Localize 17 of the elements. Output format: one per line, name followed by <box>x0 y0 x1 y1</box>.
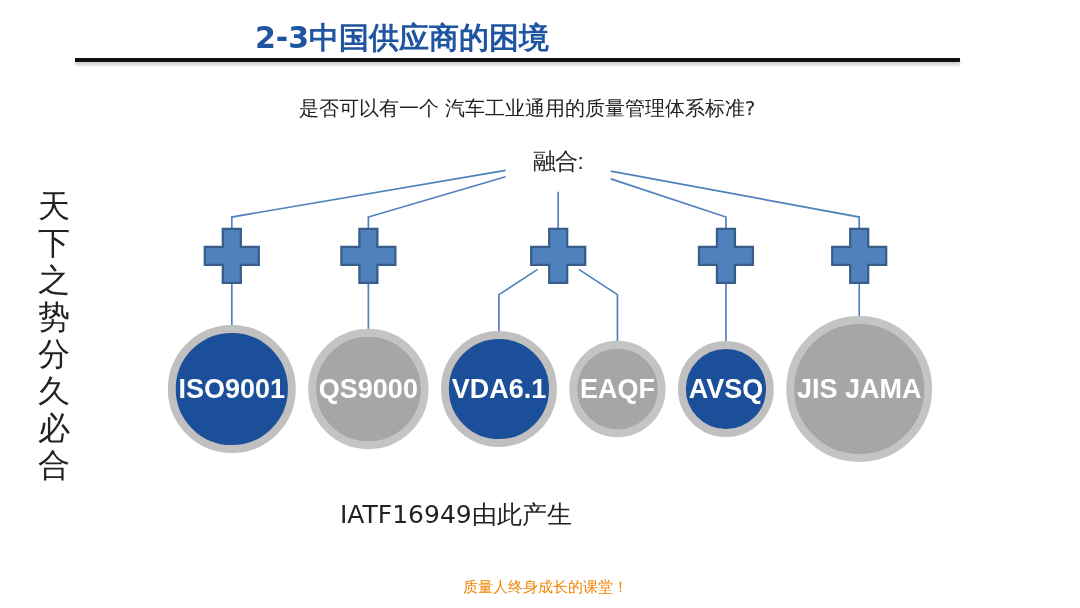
node-plus <box>831 227 888 284</box>
node-plus <box>340 227 397 284</box>
node-plus <box>697 227 755 284</box>
node-plus <box>530 227 587 284</box>
footer-slogan: 质量人终身成长的课堂！ <box>462 578 628 597</box>
question-text: 是否可以有一个 汽车工业通用的质量管理体系标准? <box>298 95 756 122</box>
result-text: IATF16949由此产生 <box>340 499 572 531</box>
node-text: 融合: <box>532 149 584 174</box>
node-circle: QS9000 <box>308 328 429 450</box>
node-circle: AVSQ <box>678 341 774 437</box>
node-circle: VDA6.1 <box>440 331 557 447</box>
node-circle: JIS JAMA <box>786 316 933 462</box>
node-circle: ISO9001 <box>167 325 296 453</box>
slide-title: 2-3中国供应商的困境 <box>255 19 550 57</box>
node-circle: EAQF <box>569 340 666 438</box>
node-plus <box>203 227 260 284</box>
vertical-heading: 天下之势分久必合 <box>37 188 71 484</box>
